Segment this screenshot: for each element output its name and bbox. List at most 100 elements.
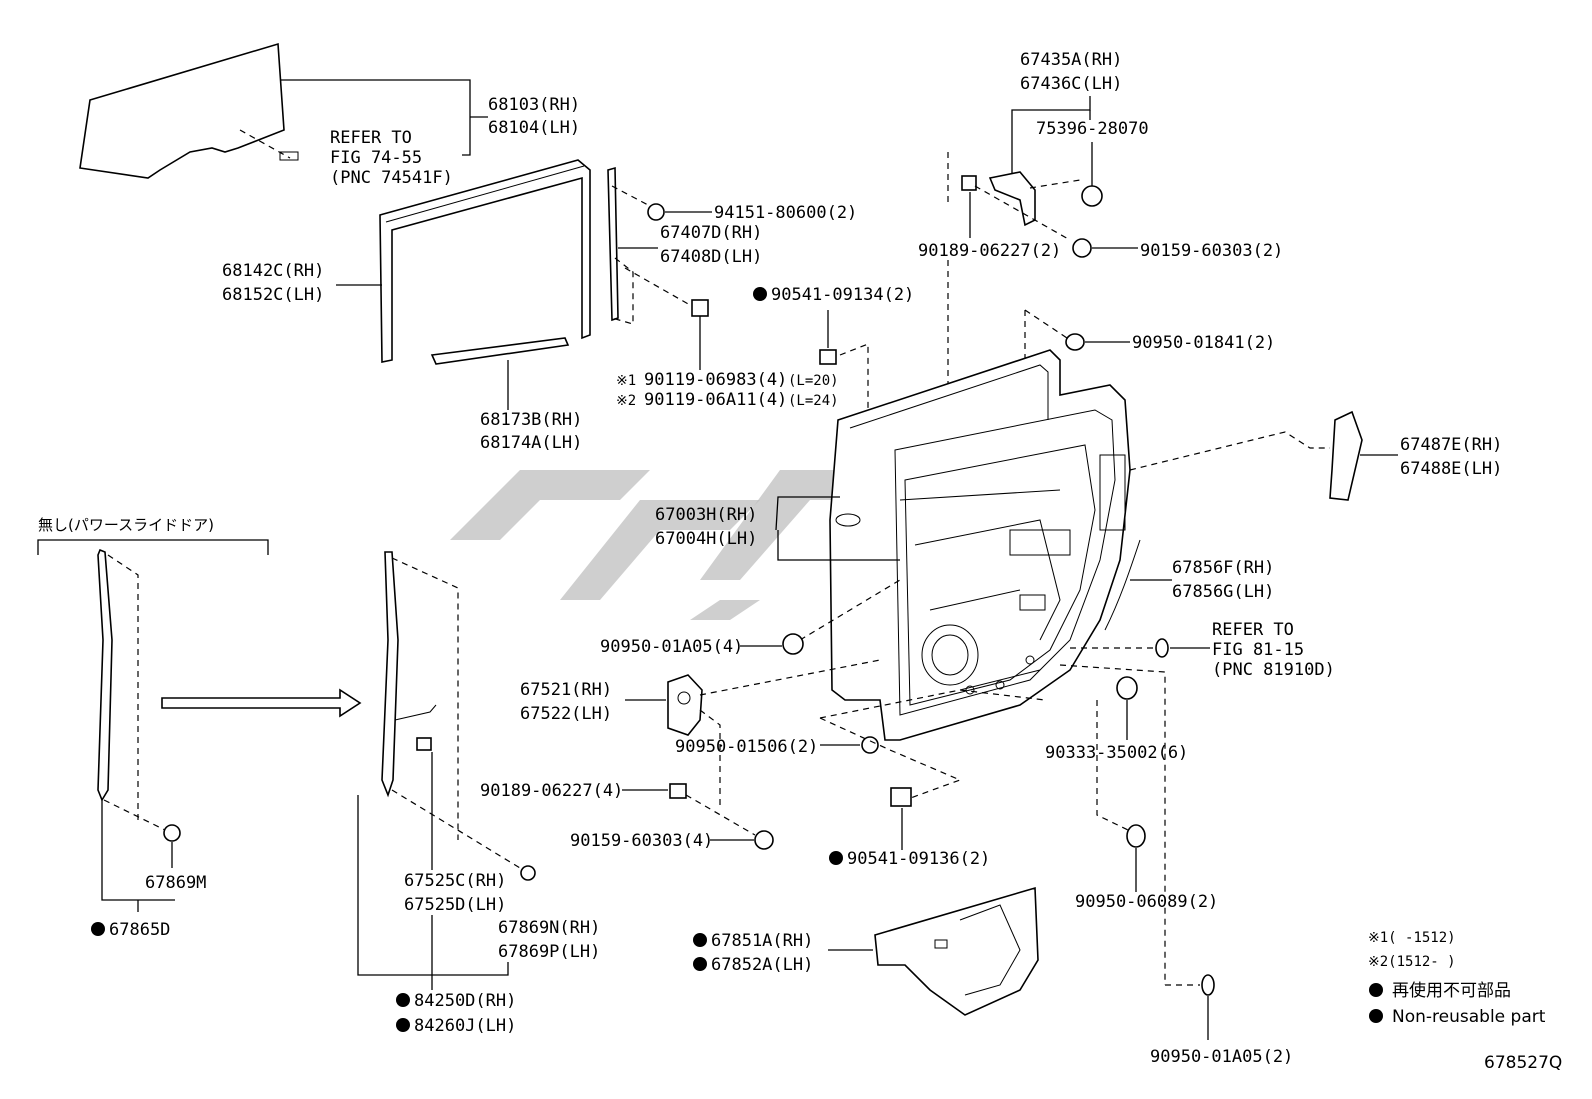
part-90950-06089[interactable]: 90950-06089(2) bbox=[1075, 892, 1218, 912]
part-90541-09134[interactable]: 90541-09134(2) bbox=[771, 285, 914, 305]
part-67851a[interactable]: 67851A(RH) bbox=[711, 931, 813, 951]
part-90950-01841[interactable]: 90950-01841(2) bbox=[1132, 333, 1275, 353]
figure-id: 678527Q bbox=[1484, 1053, 1562, 1073]
part-67525d[interactable]: 67525D(LH) bbox=[404, 895, 506, 915]
bolt-90159-b-icon bbox=[754, 830, 774, 850]
length-note-24: (L=24) bbox=[788, 393, 839, 409]
part-84260j[interactable]: 84260J(LH) bbox=[414, 1016, 516, 1036]
clip-67869m-icon bbox=[163, 824, 181, 842]
clip-90189-icon bbox=[961, 175, 977, 191]
variant-note-power-slide: 無し(パワースライドドア) bbox=[38, 516, 214, 534]
part-68174a[interactable]: 68174A(LH) bbox=[480, 433, 582, 453]
part-68142c[interactable]: 68142C(RH) bbox=[222, 261, 324, 281]
non-reusable-marker-icon bbox=[91, 922, 105, 936]
division-bar-drawing bbox=[607, 166, 651, 325]
legend: ※1( -1512) ※2(1512- ) 再使用不可部品 Non-reusab… bbox=[1368, 930, 1546, 1027]
part-67521[interactable]: 67521(RH) bbox=[520, 680, 612, 700]
non-reusable-marker-icon bbox=[1369, 1009, 1383, 1023]
legend-nonreusable-en: Non-reusable part bbox=[1392, 1007, 1546, 1027]
bolt-90159-icon bbox=[1072, 238, 1092, 258]
part-68173b[interactable]: 68173B(RH) bbox=[480, 410, 582, 430]
part-90119-06983[interactable]: 90119-06983(4) bbox=[644, 370, 787, 390]
part-67852a[interactable]: 67852A(LH) bbox=[711, 955, 813, 975]
part-67436c[interactable]: 67436C(LH) bbox=[1020, 74, 1122, 94]
quarter-glass-drawing bbox=[79, 42, 299, 179]
part-84250d[interactable]: 84250D(RH) bbox=[414, 991, 516, 1011]
part-90189-06227-2[interactable]: 90189-06227(2) bbox=[918, 241, 1061, 261]
non-reusable-marker-icon bbox=[829, 851, 843, 865]
non-reusable-marker-icon bbox=[1369, 983, 1383, 997]
length-note-20: (L=20) bbox=[788, 373, 839, 389]
part-90950-01a05-4[interactable]: 90950-01A05(4) bbox=[600, 637, 743, 657]
part-67408d[interactable]: 67408D(LH) bbox=[660, 247, 762, 267]
weatherstrip-right-drawing bbox=[381, 551, 437, 798]
part-67856g[interactable]: 67856G(LH) bbox=[1172, 582, 1274, 602]
part-90189-06227-4[interactable]: 90189-06227(4) bbox=[480, 781, 623, 801]
part-67869p[interactable]: 67869P(LH) bbox=[498, 942, 600, 962]
part-90333-35002[interactable]: 90333-35002(6) bbox=[1045, 743, 1188, 763]
part-90159-60303-4[interactable]: 90159-60303(4) bbox=[570, 831, 713, 851]
part-68103[interactable]: 68103(RH) bbox=[488, 95, 580, 115]
plug-90333-icon bbox=[1116, 676, 1138, 700]
part-90541-09136[interactable]: 90541-09136(2) bbox=[847, 849, 990, 869]
non-reusable-marker-icon bbox=[693, 957, 707, 971]
refer-label-2a: REFER TO bbox=[1212, 620, 1294, 640]
run-channel-drawing bbox=[379, 159, 591, 363]
glass-run-lower-drawing bbox=[430, 337, 570, 365]
door-panel-drawing bbox=[829, 349, 1131, 741]
weatherstrip-left-drawing bbox=[97, 548, 113, 802]
clip-90189-b-icon bbox=[669, 783, 687, 799]
clip-67869n-icon bbox=[520, 865, 536, 881]
part-67435a[interactable]: 67435A(RH) bbox=[1020, 50, 1122, 70]
nut-90541-icon bbox=[819, 349, 837, 365]
note-mark-2: ※2 bbox=[616, 393, 636, 409]
plug-90950-01841-icon bbox=[1065, 333, 1085, 351]
part-90159-60303-2[interactable]: 90159-60303(2) bbox=[1140, 241, 1283, 261]
refer-label-1c: (PNC 74541F) bbox=[330, 168, 453, 188]
service-hole-cover-drawing bbox=[874, 886, 1039, 1016]
bumper-90541-icon bbox=[890, 787, 912, 807]
plug-90950-06089-icon bbox=[1126, 824, 1146, 848]
legend-note-1: ※1( -1512) bbox=[1368, 930, 1456, 946]
part-67856f[interactable]: 67856F(RH) bbox=[1172, 558, 1274, 578]
non-reusable-marker-icon bbox=[753, 287, 767, 301]
bolt-90119-icon bbox=[691, 299, 709, 370]
plug-90950-01506-icon bbox=[861, 736, 879, 754]
part-67487e[interactable]: 67487E(RH) bbox=[1400, 435, 1502, 455]
legend-note-2: ※2(1512- ) bbox=[1368, 954, 1456, 970]
non-reusable-marker-icon bbox=[396, 1018, 410, 1032]
refer-label-1a: REFER TO bbox=[330, 128, 412, 148]
part-94151[interactable]: 94151-80600(2) bbox=[714, 203, 857, 223]
part-ref-81910d-icon bbox=[1155, 638, 1169, 658]
refer-label-2b[interactable]: FIG 81-15 bbox=[1212, 640, 1304, 660]
non-reusable-marker-icon bbox=[693, 933, 707, 947]
part-90119-06a11[interactable]: 90119-06A11(4) bbox=[644, 390, 787, 410]
part-75396[interactable]: 75396-28070 bbox=[1036, 119, 1149, 139]
part-67488e[interactable]: 67488E(LH) bbox=[1400, 459, 1502, 479]
part-90950-01506[interactable]: 90950-01506(2) bbox=[675, 737, 818, 757]
part-68104[interactable]: 68104(LH) bbox=[488, 118, 580, 138]
part-90950-01a05-2[interactable]: 90950-01A05(2) bbox=[1150, 1047, 1293, 1067]
plug-90950-01a05-icon bbox=[782, 633, 804, 655]
garnish-67487-drawing bbox=[1329, 410, 1363, 501]
part-67407d[interactable]: 67407D(RH) bbox=[660, 223, 762, 243]
part-67869m[interactable]: 67869M bbox=[145, 873, 206, 893]
part-68152c[interactable]: 68152C(LH) bbox=[222, 285, 324, 305]
refer-label-1b[interactable]: FIG 74-55 bbox=[330, 148, 422, 168]
right-arrow-icon bbox=[161, 688, 362, 718]
plug-90950-01a05-b-icon bbox=[1201, 974, 1215, 996]
part-67525c[interactable]: 67525C(RH) bbox=[404, 871, 506, 891]
nut-94151-icon bbox=[647, 203, 665, 221]
part-67003h[interactable]: 67003H(RH) bbox=[655, 505, 757, 525]
legend-nonreusable-jp: 再使用不可部品 bbox=[1392, 980, 1511, 1001]
cap-75396-icon bbox=[1081, 185, 1103, 207]
part-67522[interactable]: 67522(LH) bbox=[520, 704, 612, 724]
part-67869n[interactable]: 67869N(RH) bbox=[498, 918, 600, 938]
part-67004h[interactable]: 67004H(LH) bbox=[655, 529, 757, 549]
part-67865d[interactable]: 67865D bbox=[109, 920, 170, 940]
note-mark-1: ※1 bbox=[616, 373, 636, 389]
non-reusable-marker-icon bbox=[396, 993, 410, 1007]
refer-label-2c: (PNC 81910D) bbox=[1212, 660, 1335, 680]
bracket-67435-drawing bbox=[988, 171, 1036, 227]
